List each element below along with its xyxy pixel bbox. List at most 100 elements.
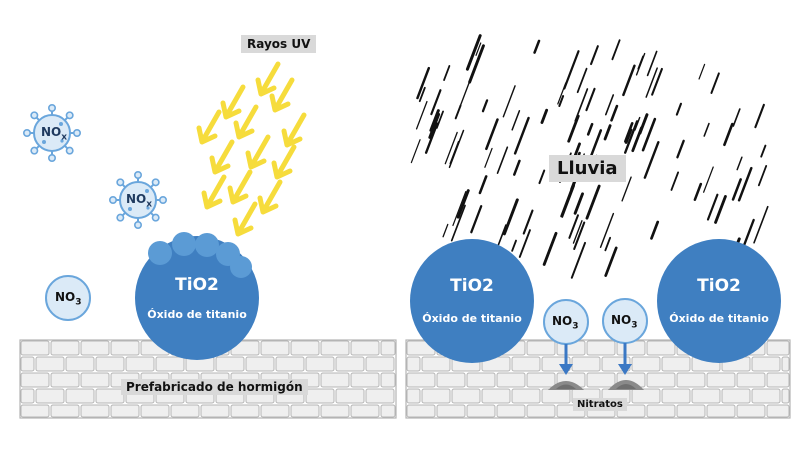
uv-arrow-icon [245, 134, 271, 170]
tio2-catalyst-left [135, 232, 259, 360]
raindrop-streak-icon [570, 241, 587, 279]
brick [365, 356, 395, 372]
brick [20, 340, 50, 356]
sediment-pile-icon [548, 380, 644, 390]
brick [781, 356, 790, 372]
tio2-catalyst-right-2 [657, 239, 781, 363]
raindrop-streak-icon [737, 166, 753, 202]
raindrop-streak-icon [568, 214, 579, 239]
virus-molecule-icon [108, 170, 167, 229]
brick [706, 372, 736, 388]
brick [50, 404, 80, 418]
brick [526, 340, 556, 356]
brick [646, 404, 676, 418]
raindrop-streak-icon [481, 99, 489, 113]
raindrop-streak-icon [418, 86, 426, 103]
tio2-formula-right-2: TiO2 [697, 276, 741, 296]
raindrop-streak-icon [410, 139, 421, 164]
raindrop-streak-icon [604, 94, 615, 116]
down-arrow-icon [559, 343, 632, 375]
brick [380, 372, 396, 388]
brick [481, 388, 511, 404]
brick [751, 356, 781, 372]
uv-arrow-icon [271, 144, 297, 180]
raindrop-streak-icon [670, 171, 680, 191]
raindrop-streak-icon [475, 42, 482, 56]
raindrop-streak-icon [465, 34, 482, 71]
raindrop-streak-icon [760, 144, 767, 158]
uv-arrow-icon [257, 179, 283, 215]
raindrop-streak-icon [710, 72, 720, 94]
tio2-catalyst-right-1 [410, 239, 534, 363]
raindrop-streak-icon [485, 118, 499, 151]
raindrop-streak-icon [631, 126, 643, 153]
brick [95, 356, 125, 372]
raindrop-streak-icon [561, 185, 576, 218]
uv-arrow-icon [232, 201, 258, 237]
raindrop-streak-icon [610, 104, 619, 122]
raindrop-streak-icon [624, 120, 639, 154]
brick [646, 372, 676, 388]
raindrop-streak-icon [651, 67, 663, 96]
brick [526, 404, 556, 418]
tio2-name-left: Óxido de titanio [147, 308, 247, 321]
brick [496, 372, 526, 388]
brick [20, 388, 35, 404]
brick [751, 388, 781, 404]
rain-label: Lluvia [549, 155, 626, 182]
raindrop-streak-icon [703, 166, 714, 193]
raindrop-streak-icon [415, 100, 428, 130]
raindrop-streak-icon [573, 142, 581, 158]
uv-arrow-icon [201, 174, 227, 210]
raindrop-streak-icon [637, 55, 644, 70]
brick [80, 404, 110, 418]
brick [80, 372, 110, 388]
brick [676, 372, 706, 388]
brick [140, 404, 170, 418]
brick [350, 404, 380, 418]
brick [125, 356, 155, 372]
uv-arrow-icon [209, 139, 235, 175]
raindrop-streak-icon [604, 236, 612, 252]
rain-streaks [410, 34, 769, 279]
raindrop-streak-icon [603, 124, 612, 141]
raindrop-streak-icon [714, 195, 727, 224]
brick [466, 372, 496, 388]
raindrop-streak-icon [576, 67, 588, 94]
brick [706, 404, 736, 418]
raindrop-streak-icon [731, 178, 742, 201]
brick [511, 356, 541, 372]
brick [320, 372, 350, 388]
uv-arrow-icon [196, 109, 222, 145]
brick [305, 388, 335, 404]
raindrop-streak-icon [511, 239, 517, 252]
brick [676, 404, 706, 418]
tio2-formula-left: TiO2 [175, 275, 219, 295]
brick [290, 340, 320, 356]
brick [110, 340, 140, 356]
brick [766, 372, 790, 388]
raindrop-streak-icon [676, 139, 685, 159]
nox-molecule-2 [108, 170, 167, 229]
brick [766, 404, 790, 418]
brick [215, 356, 245, 372]
brick [766, 340, 790, 356]
brick [421, 388, 451, 404]
raindrop-streak-icon [449, 140, 460, 165]
uv-label: Rayos UV [241, 35, 317, 53]
brick [511, 388, 541, 404]
uv-arrow-icon [220, 84, 246, 120]
tio2-name-right-1: Óxido de titanio [422, 312, 522, 325]
raindrop-streak-icon [502, 85, 516, 118]
brick [50, 340, 80, 356]
brick [586, 340, 616, 356]
brick [35, 356, 65, 372]
raindrop-streak-icon [478, 175, 488, 195]
brick [436, 404, 466, 418]
raindrop-streak-icon [753, 205, 769, 244]
raindrop-streak-icon [470, 205, 483, 234]
raindrop-streak-icon [444, 131, 458, 165]
brick [350, 372, 380, 388]
brick [436, 372, 466, 388]
